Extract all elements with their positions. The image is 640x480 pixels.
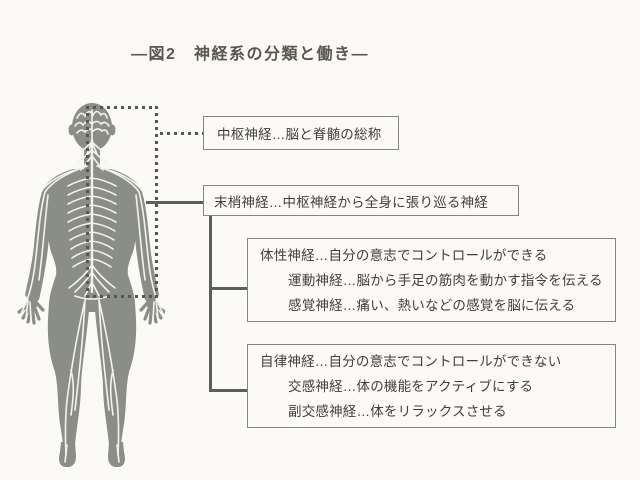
cns-dotted-outline-bottom [86, 295, 158, 298]
figure-title: ―図2 神経系の分類と働き― [131, 46, 369, 63]
central-nerve-label: 中枢神経…脳と脊髄の総称 [217, 127, 382, 142]
somatic-branch-line [209, 287, 247, 290]
cns-dotted-connector-line [160, 132, 203, 135]
peripheral-nerve-box: 末梢神経…中枢神経から全身に張り巡る神経 [203, 185, 519, 216]
somatic-nerve-heading: 体性神経…自分の意志でコントロールができる [260, 248, 548, 263]
autonomic-branch-line [209, 389, 247, 392]
autonomic-nerve-heading: 自律神経…自分の意志でコントロールができない [260, 354, 562, 369]
central-nerve-box: 中枢神経…脳と脊髄の総称 [203, 116, 399, 150]
pns-connector-line [146, 201, 203, 204]
sympathetic-nerve-label: 交感神経…体の機能をアクティブにする [288, 379, 534, 394]
arm-nerves [20, 165, 164, 321]
somatic-nerve-box: 体性神経…自分の意志でコントロールができる 運動神経…脳から手足の筋肉を動かす指… [247, 238, 616, 322]
rib-nerves [67, 177, 117, 268]
nerve-lines [20, 109, 164, 463]
hand-fingers [17, 298, 165, 325]
cns-dotted-outline-left [86, 106, 89, 298]
sensory-nerve-label: 感覚神経…痛い、熱いなどの感覚を脳に伝える [288, 298, 576, 313]
cns-dotted-outline-top [86, 106, 158, 109]
parasympathetic-nerve-label: 副交感神経…体をリラックスさせる [288, 404, 507, 419]
tree-trunk-line [209, 216, 212, 392]
leg-nerves [64, 299, 120, 463]
autonomic-nerve-box: 自律神経…自分の意志でコントロールができない 交感神経…体の機能をアクティブにす… [247, 344, 616, 428]
human-body-nervous-system-illustration [17, 103, 165, 468]
peripheral-nerve-label: 末梢神経…中枢神経から全身に張り巡る神経 [214, 194, 488, 210]
motor-nerve-label: 運動神経…脳から手足の筋肉を動かす指令を伝える [288, 273, 603, 288]
